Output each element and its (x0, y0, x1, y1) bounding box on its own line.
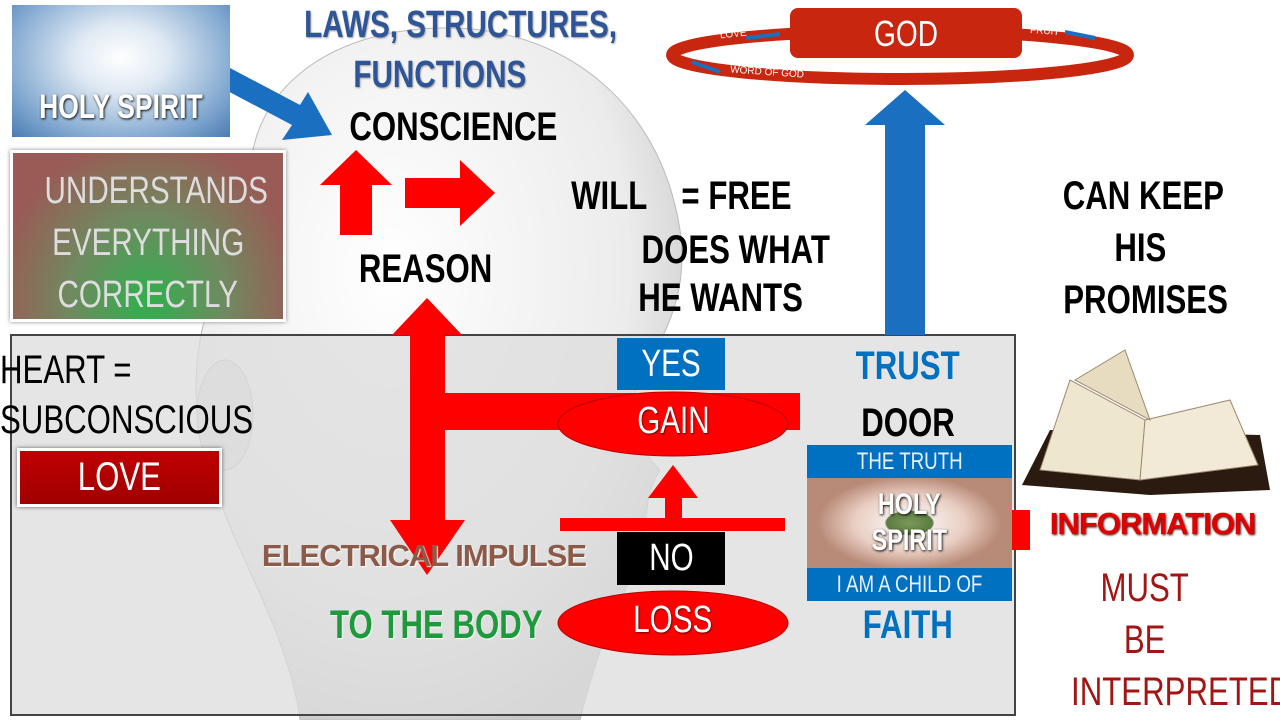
trust-label: TRUST (855, 344, 960, 388)
subconscious-label: SUBCONSCIOUS (0, 398, 254, 442)
will-label: WILL = FREE (571, 174, 792, 218)
the-truth-label: THE TRUTH (856, 448, 963, 475)
interpreted-label: INTERPRETED (1071, 670, 1280, 714)
holy-spirit-label: HOLY SPIRIT (39, 88, 203, 126)
red-flow-arrows (390, 298, 800, 575)
will-line3: HE WANTS (638, 276, 803, 320)
eye-spirit-label: SPIRIT (871, 524, 948, 557)
love-box: LOVE (17, 448, 222, 507)
door-label: DOOR (860, 401, 955, 445)
understands-line3: CORRECTLY (57, 274, 239, 316)
arrow-fruit (1064, 30, 1096, 40)
conscience-label: CONSCIENCE (349, 105, 558, 149)
laws-structures-label: LAWS, STRUCTURES, (304, 4, 618, 46)
will-line2: DOES WHAT (641, 228, 830, 272)
no-box: NO (617, 532, 725, 585)
promises-line3: PROMISES (1063, 278, 1228, 322)
god-label: GOD (874, 13, 938, 54)
gain-up-arrow (648, 465, 698, 518)
promises-line2: HIS (1113, 226, 1167, 270)
eye-holy-label: HOLY (878, 488, 941, 521)
promises-line1: CAN KEEP (1062, 174, 1224, 218)
heart-label: HEART = (0, 348, 132, 392)
arrow-love (745, 32, 781, 40)
child-of-god-label: I AM A CHILD OF GOD (836, 571, 983, 598)
yes-label: YES (641, 343, 701, 385)
god-box: GOD (790, 10, 1022, 58)
functions-label: FUNCTIONS (353, 54, 527, 96)
love-label-box: LOVE (77, 455, 162, 499)
reason-label: REASON (358, 247, 493, 291)
trust-up-arrow (865, 90, 945, 335)
loss-ellipse (557, 590, 789, 656)
no-label: NO (648, 537, 694, 579)
yes-box: YES (617, 338, 725, 390)
gain-ellipse (557, 391, 789, 457)
electrical-impulse-label: ELECTRICAL IMPULSE (261, 540, 587, 573)
information-label: INFORMATION (1049, 508, 1256, 541)
understands-line1: UNDERSTANDS (44, 170, 268, 212)
reason-right-arrow (405, 160, 495, 226)
holy-spirit-image: HOLY SPIRIT (12, 5, 230, 137)
to-the-body-label: TO THE BODY (329, 603, 543, 647)
understands-box: UNDERSTANDS EVERYTHING CORRECTLY (10, 150, 286, 322)
threshold-bar (560, 518, 785, 531)
faith-label: FAITH (862, 603, 953, 647)
understands-line2: EVERYTHING (51, 222, 245, 264)
holy-spirit-arrow (222, 68, 332, 140)
must-label: MUST (1100, 566, 1190, 610)
reason-up-arrow (320, 150, 392, 235)
gain-label: GAIN (636, 400, 710, 442)
loss-label: LOSS (633, 599, 713, 641)
arrow-word (691, 60, 721, 74)
be-label: BE (1124, 618, 1166, 662)
